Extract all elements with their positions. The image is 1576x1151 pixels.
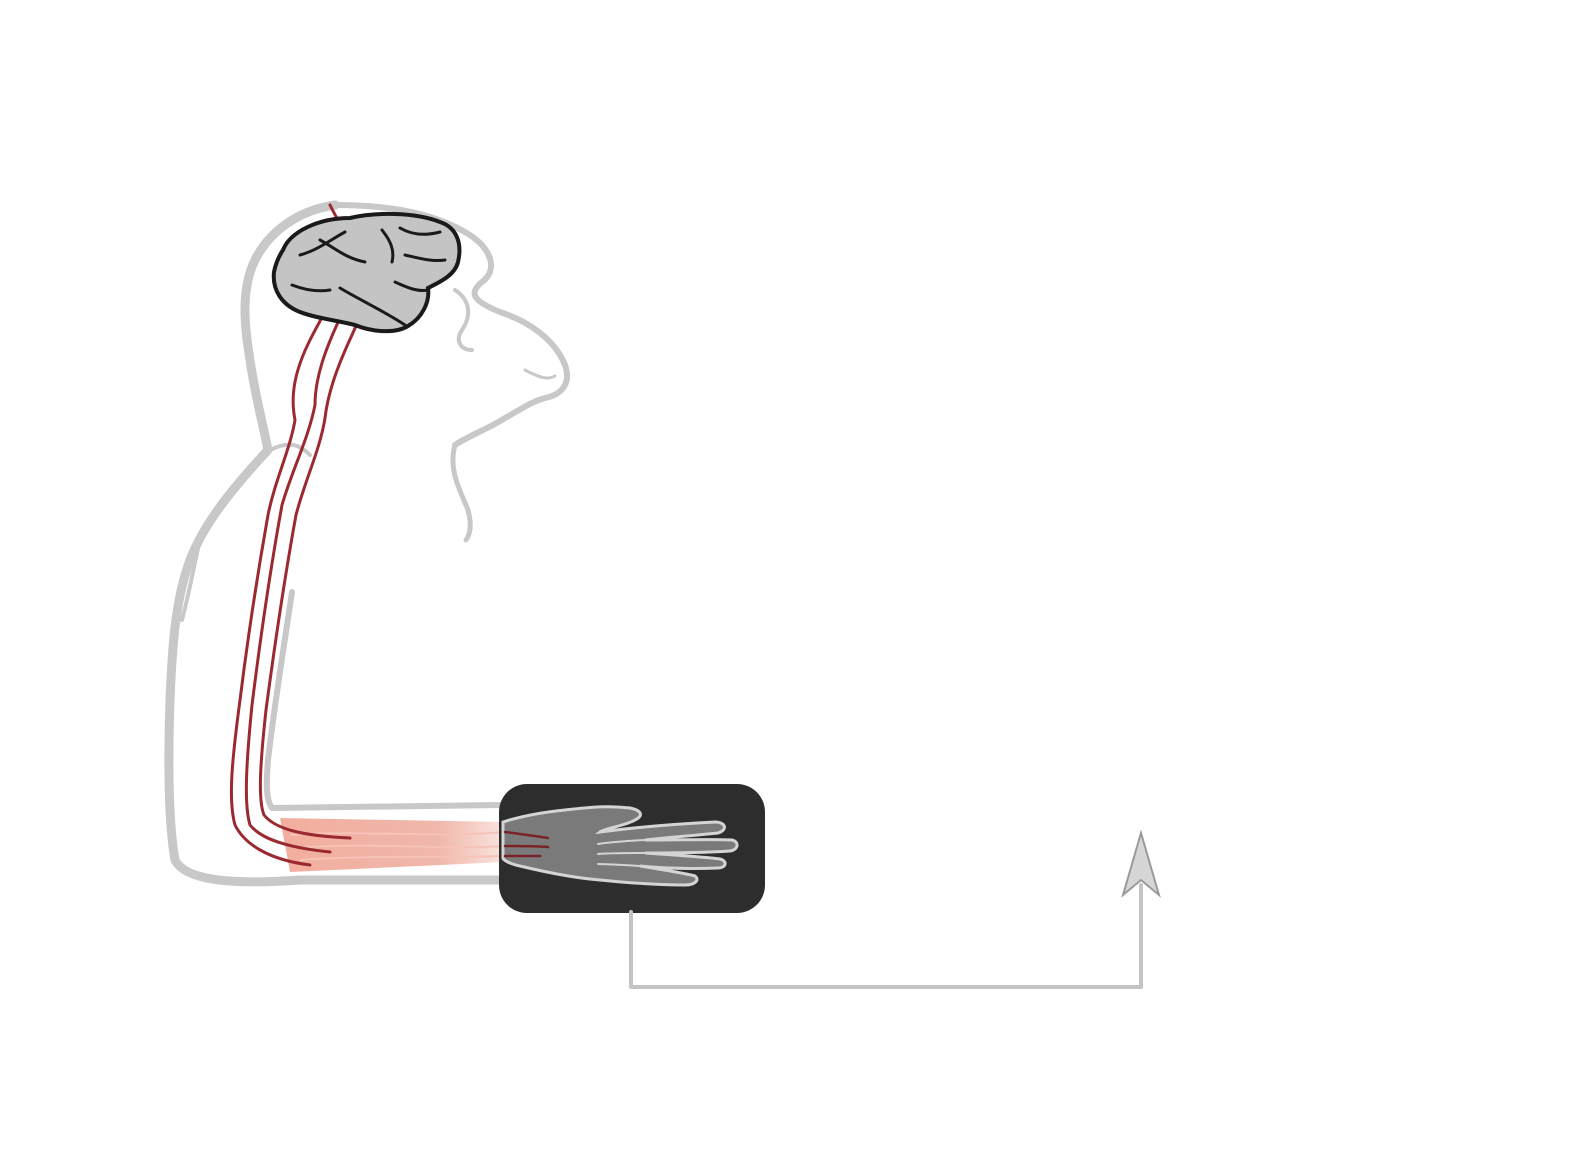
monkey-fur-outline bbox=[180, 538, 202, 622]
brain-icon bbox=[271, 211, 462, 334]
finger-line bbox=[597, 839, 646, 845]
forearm-muscle bbox=[280, 818, 506, 872]
monkey-outline bbox=[164, 200, 570, 887]
brain-gyrus bbox=[398, 226, 442, 236]
monkey-arm-inner-outline bbox=[263, 589, 503, 811]
monkey-brow-outline bbox=[453, 288, 474, 352]
monkey-back-outline bbox=[164, 200, 505, 887]
hand-device bbox=[499, 784, 765, 913]
nerve-fiber bbox=[258, 253, 397, 840]
monkey-neck-outline bbox=[450, 442, 473, 543]
monkey-chest-outline bbox=[268, 442, 312, 457]
feedback-path bbox=[629, 829, 1161, 989]
brain-gyrus bbox=[393, 280, 430, 292]
finger-line bbox=[597, 863, 641, 867]
brain-shape bbox=[271, 211, 462, 334]
muscle-fiber-dark bbox=[503, 830, 550, 840]
muscle-fiber bbox=[299, 855, 506, 861]
muscle-fiber-dark bbox=[503, 844, 550, 849]
brain-gyrus bbox=[318, 238, 367, 264]
brain-gyrus bbox=[403, 253, 447, 262]
monkey-mouth-outline bbox=[523, 368, 557, 380]
hand-icon bbox=[501, 805, 739, 887]
finger-line bbox=[597, 852, 646, 855]
muscle-fiber bbox=[294, 844, 506, 849]
feedback-line bbox=[629, 883, 1143, 989]
brain-gyrus bbox=[338, 286, 407, 327]
monkey-head-outline bbox=[332, 202, 570, 448]
brain-gyrus bbox=[290, 283, 332, 293]
brain-gyrus bbox=[298, 230, 347, 257]
brain-gyrus bbox=[380, 228, 395, 264]
up-arrow-icon bbox=[1121, 829, 1161, 898]
muscle-band bbox=[280, 818, 505, 872]
